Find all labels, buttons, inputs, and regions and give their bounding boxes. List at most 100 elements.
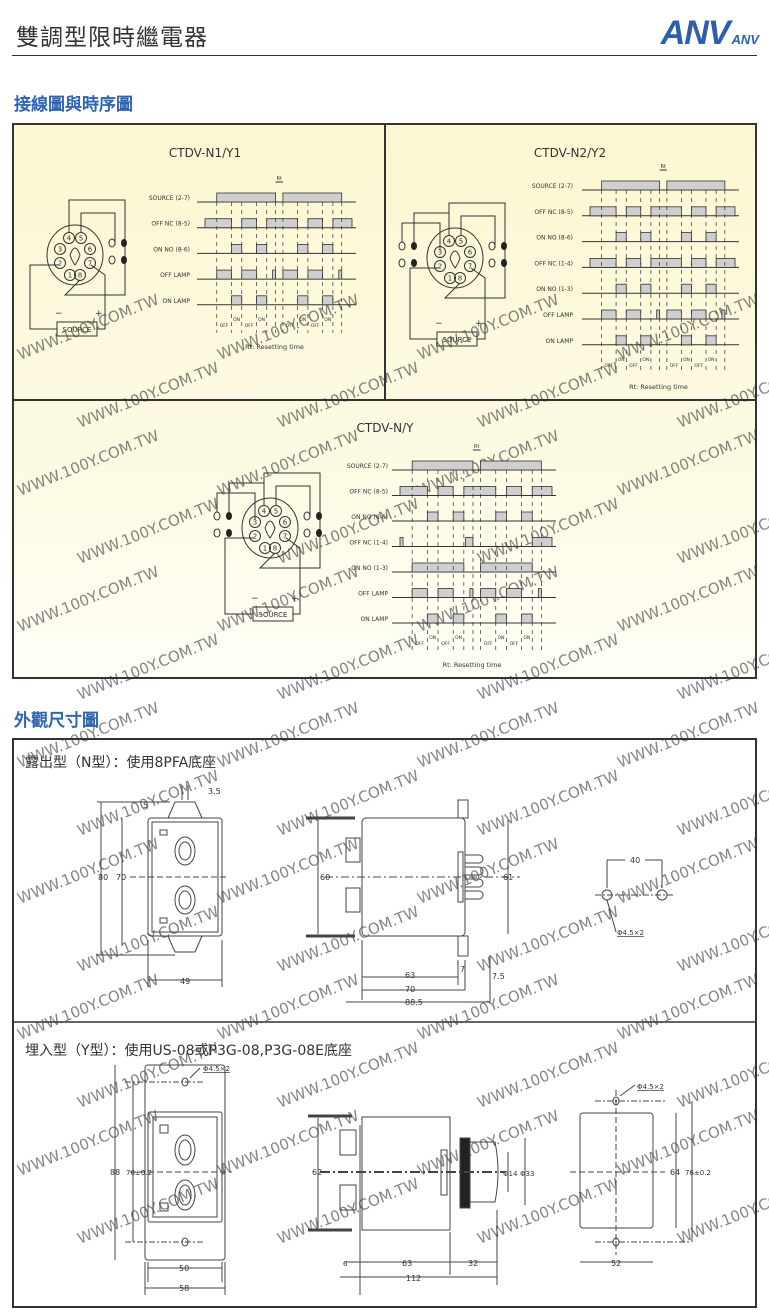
signal-high-pulse xyxy=(625,257,642,268)
relay-contact-closed xyxy=(226,512,232,520)
cycle-label: OFF xyxy=(510,641,519,647)
dim-label: 88.5 xyxy=(405,998,423,1007)
resetting-time-note: Rt: Resetting time xyxy=(443,661,502,669)
signal-label: ON NO (8-6) xyxy=(536,235,573,242)
logo-subtext: ANV xyxy=(731,32,759,47)
cycle-label: OFF xyxy=(604,363,613,369)
cycle-label: OFF xyxy=(311,323,320,329)
watermark-text: WWW.100Y.COM.TW xyxy=(75,1038,222,1111)
contact-wire xyxy=(275,485,311,518)
signal-high-pulse xyxy=(589,206,617,217)
cycle-label: ON xyxy=(429,635,436,641)
watermark-text: WWW.100Y.COM.TW xyxy=(215,834,362,907)
pin-number: 1 xyxy=(448,275,452,283)
signal-high-pulse xyxy=(715,257,736,268)
pin-number: 6 xyxy=(283,519,288,527)
socket-pin xyxy=(279,516,291,528)
socket-pin xyxy=(63,232,75,244)
watermark-text: WWW.100Y.COM.TW xyxy=(615,834,762,907)
plus-terminal: + xyxy=(95,309,103,319)
pin-number: 6 xyxy=(468,249,473,257)
contact-wire xyxy=(443,202,506,299)
signal-high-pulse xyxy=(266,218,299,229)
pin-number: 8 xyxy=(458,275,462,283)
watermark-text: WWW.100Y.COM.TW xyxy=(615,562,762,635)
dim-label: Φ4.5×2 xyxy=(203,1065,230,1073)
signal-high-pulse xyxy=(715,206,736,217)
watermark-text: WWW.100Y.COM.TW xyxy=(475,494,622,567)
cycle-label: OFF xyxy=(245,323,254,329)
pin-number: 5 xyxy=(274,508,278,516)
signal-high-pulse xyxy=(399,537,404,547)
dim-label: 76±0.2 xyxy=(126,1169,152,1177)
timing-chart-n1y1: SOURCE (2-7)OFF NC (8-5)ON NO (8-6)OFF L… xyxy=(149,176,356,351)
signal-high-pulse xyxy=(480,588,497,598)
signal-high-pulse xyxy=(505,486,522,496)
dim-label: 49 xyxy=(180,977,190,986)
signal-high-pulse xyxy=(297,243,309,254)
cycle-label: ON xyxy=(233,317,240,323)
signal-high-pulse xyxy=(204,218,232,229)
watermark-text: WWW.100Y.COM.TW xyxy=(675,630,769,703)
signal-label: SOURCE (2-7) xyxy=(149,195,190,202)
signal-high-pulse xyxy=(426,511,439,522)
dim-label: 7.5 xyxy=(492,972,505,981)
relay-contact-open xyxy=(398,258,406,268)
signal-label: ON NO (8-6) xyxy=(153,246,190,253)
signal-high-pulse xyxy=(640,232,652,243)
signal-high-pulse xyxy=(231,295,243,306)
signal-high-pulse xyxy=(437,588,454,598)
cycle-label: ON xyxy=(455,635,462,641)
resetting-time-note: Rt: Resetting time xyxy=(629,383,688,391)
signal-high-pulse xyxy=(537,588,542,598)
watermark-text: WWW.100Y.COM.TW xyxy=(415,970,562,1043)
signal-high-pulse xyxy=(521,511,533,522)
signal-high-pulse xyxy=(625,206,642,217)
signal-high-pulse xyxy=(601,180,660,191)
pin-number: 5 xyxy=(79,235,83,243)
signal-label: OFF LAMP xyxy=(543,312,573,319)
cycle-label: ON xyxy=(299,317,306,323)
y-type-caption: 埋入型（Y型）：使用US-08或P3G-08,P3G-08E底座 xyxy=(25,1043,352,1059)
watermark-text: WWW.100Y.COM.TW xyxy=(15,698,162,771)
dim-label: 61 xyxy=(503,873,513,882)
cycle-label: ON xyxy=(324,317,331,323)
pin-number: 4 xyxy=(67,235,72,243)
cycle-label: ON xyxy=(523,635,530,641)
socket-pin xyxy=(279,530,291,542)
pin-number: 6 xyxy=(88,246,93,254)
dim-label: 60 xyxy=(320,873,330,882)
watermark-text: WWW.100Y.COM.TW xyxy=(15,426,162,499)
socket-pin xyxy=(434,260,446,272)
signal-high-pulse xyxy=(531,486,553,496)
model-title: CTDV-N/Y xyxy=(357,421,415,435)
signal-high-pulse xyxy=(411,460,474,471)
y-type-side-view xyxy=(308,1114,526,1295)
dim-label: 70 xyxy=(116,873,126,882)
watermark-text: WWW.100Y.COM.TW xyxy=(275,766,422,839)
signal-high-pulse xyxy=(437,486,454,496)
socket-pin xyxy=(455,235,467,247)
socket-pin xyxy=(54,243,66,255)
signal-high-pulse xyxy=(322,243,334,254)
watermark-text: WWW.100Y.COM.TW xyxy=(475,766,622,839)
source-label: SOURCE xyxy=(259,611,288,619)
source-wire xyxy=(409,267,486,340)
watermark-text: WWW.100Y.COM.TW xyxy=(15,834,162,907)
source-wire xyxy=(224,537,301,615)
y-type-panel-cutout xyxy=(570,1084,693,1263)
contact-wire xyxy=(258,472,321,569)
header-divider xyxy=(12,55,757,56)
contact-wire xyxy=(216,482,264,520)
cycle-label: ON xyxy=(498,635,505,641)
dim-label: 6 xyxy=(343,1260,348,1268)
socket-pin xyxy=(75,232,87,244)
pin-number: 7 xyxy=(468,263,472,271)
socket-pin xyxy=(464,246,476,258)
source-box xyxy=(56,321,98,337)
dim-label: 62 xyxy=(312,1168,322,1177)
watermark-text: WWW.100Y.COM.TW xyxy=(675,358,769,431)
signal-high-pulse xyxy=(691,257,707,268)
